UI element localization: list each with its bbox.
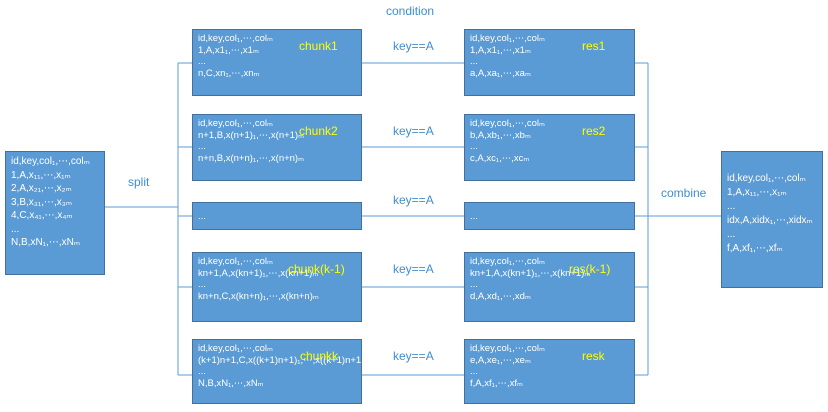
key-condition-label: key==A xyxy=(393,124,434,138)
chunk-name-label: chunk1 xyxy=(299,39,338,53)
key-condition-label: key==A xyxy=(393,193,434,207)
output-table-box: id,key,col₁,⋯,colₘ 1,A,x₁₁,⋯,x₁ₘ ... idx… xyxy=(721,151,823,288)
table-row: c,A,xc₁,⋯,xcₘ xyxy=(470,152,530,164)
table-row: d,A,xd₁,⋯,xdₘ xyxy=(470,290,531,302)
table-row: kn+1,A,x(kn+1)₁,⋯,x(kn+1)ₘ xyxy=(198,267,319,279)
table-row: 1,A,x₁₁,⋯,x₁ₘ xyxy=(727,187,787,198)
table-row: 3,B,x₃₁,⋯,x₃ₘ xyxy=(11,196,73,208)
table-row: N,B,xN₁,⋯,xNₘ xyxy=(198,377,264,389)
key-condition-label: key==A xyxy=(393,262,434,276)
result-name-label: res(k-1) xyxy=(569,262,611,276)
table-row: ... xyxy=(727,201,736,212)
table-row: ... xyxy=(470,56,478,68)
table-row: ... xyxy=(470,141,478,153)
table-row: N,B,xN₁,⋯,xNₘ xyxy=(11,237,81,248)
table-row: ... xyxy=(198,366,206,378)
table-row: 1,A,x1₁,⋯,x1ₘ xyxy=(198,44,259,56)
result-box-ellipsis: ... xyxy=(464,202,635,230)
table-row: id,key,col₁,⋯,colₘ xyxy=(11,156,90,167)
table-row: e,A,xe₁,⋯,xeₘ xyxy=(470,354,531,366)
result-name-label: res1 xyxy=(582,39,606,53)
table-row: id,key,col₁,⋯,colₘ xyxy=(470,343,545,354)
input-table-box: id,key,col₁,⋯,colₘ 1,A,x₁₁,⋯,x₁ₘ 2,A,x₂₁… xyxy=(5,151,105,275)
split-label: split xyxy=(128,175,150,189)
table-row: (k+1)n+1,C,x((k+1)n+1)₁,⋯,x((k+1)n+1)ₘ xyxy=(198,354,362,366)
result-box-1: id,key,col₁,⋯,colₘ 1,A,x1₁,⋯,x1ₘ ... a,A… xyxy=(464,29,635,96)
table-row: id,key,col₁,⋯,colₘ xyxy=(470,33,545,44)
table-row: 2,A,x₂₁,⋯,x₂ₘ xyxy=(11,183,72,194)
table-row: 1,A,x₁₁,⋯,x₁ₘ xyxy=(11,169,71,181)
result-name-label: resk xyxy=(582,349,605,363)
chunk-box-ellipsis: ... xyxy=(192,202,362,230)
table-row: ... xyxy=(470,366,478,378)
table-row: b,A,xb₁,⋯,xbₘ xyxy=(470,129,531,141)
chunk-box-k: id,key,col₁,⋯,colₘ (k+1)n+1,C,x((k+1)n+1… xyxy=(192,339,362,404)
chunk-name-label: chunkk xyxy=(300,349,339,363)
table-row: 4,C,x₄₁,⋯,x₄ₘ xyxy=(11,210,73,221)
table-row: id,key,col₁,⋯,colₘ xyxy=(198,118,273,129)
table-row: idx,A,xidx₁,⋯,xidxₘ xyxy=(727,215,813,226)
result-box-k-minus-1: id,key,col₁,⋯,colₘ kn+1,A,x(kn+1)₁,⋯,x(k… xyxy=(464,252,635,322)
key-condition-label: key==A xyxy=(393,39,434,53)
table-row: n+1,B,x(n+1)₁,⋯,x(n+1)ₘ xyxy=(198,129,305,141)
table-row: ... xyxy=(727,229,736,240)
table-row: 1,A,x1₁,⋯,x1ₘ xyxy=(470,44,531,56)
table-row: kn+1,A,x(kn+1)₁,⋯,x(kn+1)ₘ xyxy=(470,267,591,279)
table-row: ... xyxy=(470,211,478,222)
table-row: n+n,B,x(n+n)₁,⋯,x(n+n)ₘ xyxy=(198,152,305,164)
table-row: f,A,xf₁,⋯,xfₘ xyxy=(727,243,783,254)
table-row: ... xyxy=(198,56,206,68)
table-row: ... xyxy=(198,141,206,153)
result-box-2: id,key,col₁,⋯,colₘ b,A,xb₁,⋯,xbₘ ... c,A… xyxy=(464,114,635,181)
result-box-k: id,key,col₁,⋯,colₘ e,A,xe₁,⋯,xeₘ ... f,A… xyxy=(464,339,635,404)
key-condition-label: key==A xyxy=(393,349,434,363)
combine-label: combine xyxy=(661,186,707,200)
table-row: id,key,col₁,⋯,colₘ xyxy=(198,256,273,267)
table-row: n,C,xn₁,⋯,xnₘ xyxy=(198,67,260,79)
chunk-name-label: chunk(k-1) xyxy=(288,262,345,276)
table-row: id,key,col₁,⋯,colₘ xyxy=(727,173,806,184)
condition-label: condition xyxy=(386,4,435,18)
table-row: id,key,col₁,⋯,colₘ xyxy=(198,343,273,354)
table-row: kn+n,C,x(kn+n)₁,⋯,x(kn+n)ₘ xyxy=(198,290,319,302)
chunk-box-1: id,key,col₁,⋯,colₘ 1,A,x1₁,⋯,x1ₘ ... n,C… xyxy=(192,29,362,96)
chunk-name-label: chunk2 xyxy=(299,124,338,138)
table-row: id,key,col₁,⋯,colₘ xyxy=(470,118,545,129)
chunk-box-2: id,key,col₁,⋯,colₘ n+1,B,x(n+1)₁,⋯,x(n+1… xyxy=(192,114,362,181)
table-row: ... xyxy=(470,279,478,291)
table-row: ... xyxy=(11,223,20,235)
chunk-box-k-minus-1: id,key,col₁,⋯,colₘ kn+1,A,x(kn+1)₁,⋯,x(k… xyxy=(192,252,362,322)
table-row: f,A,xf₁,⋯,xfₘ xyxy=(470,377,523,389)
result-name-label: res2 xyxy=(582,124,606,138)
table-row: ... xyxy=(198,279,206,291)
table-row: id,key,col₁,⋯,colₘ xyxy=(198,33,273,44)
table-row: a,A,xa₁,⋯,xaₘ xyxy=(470,67,531,79)
table-row: ... xyxy=(198,211,206,222)
table-row: id,key,col₁,⋯,colₘ xyxy=(470,256,545,267)
